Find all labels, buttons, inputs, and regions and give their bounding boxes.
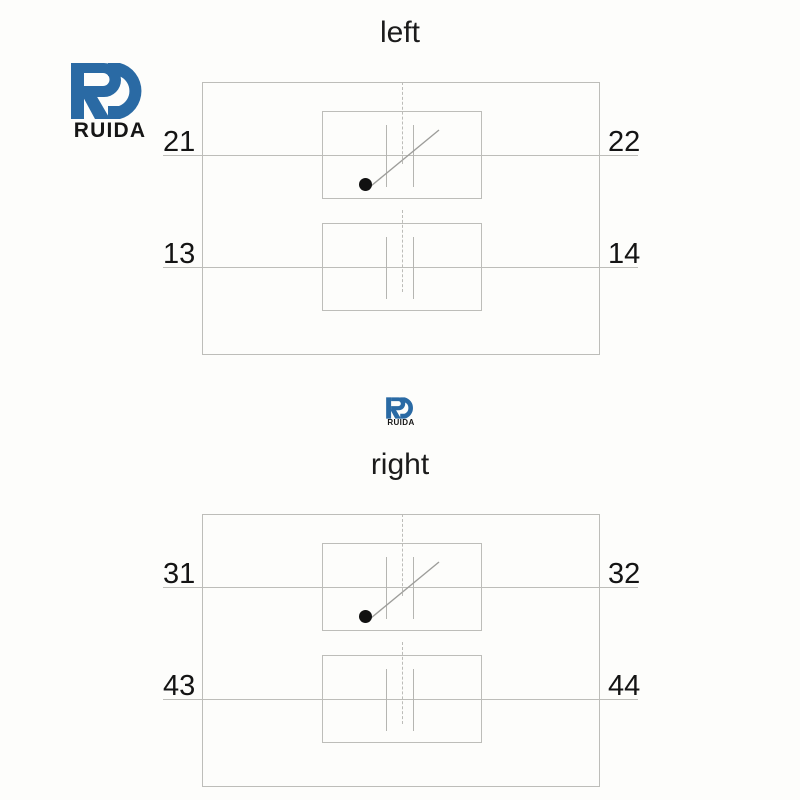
diagram-title-left: left — [379, 16, 421, 49]
enclosure-outline-right — [202, 514, 600, 787]
terminal-label-21: 21 — [163, 126, 196, 158]
terminal-label-44: 44 — [608, 670, 641, 702]
wire-line-upper-left-diagram — [163, 155, 638, 156]
wire-line-lower-left-diagram — [163, 267, 638, 268]
terminal-label-43: 43 — [163, 670, 196, 702]
actuator-link-dashed-middle — [402, 642, 403, 724]
wire-line-lower-right-diagram — [163, 699, 638, 700]
ruida-logo-watermark: RUIDA — [382, 396, 420, 430]
contact-diagram-left: 21 22 13 14 — [0, 60, 800, 370]
terminal-label-31: 31 — [163, 558, 196, 590]
no-contact-icon — [322, 655, 482, 743]
terminal-label-13: 13 — [163, 238, 196, 270]
nc-contact-icon — [322, 543, 482, 631]
terminal-label-22: 22 — [608, 126, 641, 158]
ruida-wordmark: RUIDA — [73, 119, 147, 142]
actuator-link-dashed-middle — [402, 210, 403, 292]
contact-bar-left — [386, 237, 387, 299]
contact-diagram-right: 31 32 43 44 — [0, 492, 800, 800]
no-contact-icon — [322, 223, 482, 311]
ruida-rd-monogram-icon — [71, 63, 142, 119]
contact-bar-right — [413, 669, 414, 731]
contact-bar-right — [413, 125, 414, 187]
contact-blade-icon — [370, 129, 440, 187]
contact-pivot-dot-icon — [359, 178, 372, 191]
actuator-link-dashed-top — [402, 82, 403, 164]
nc-contact-icon — [322, 111, 482, 199]
enclosure-outline-left — [202, 82, 600, 355]
contact-bar-left — [386, 125, 387, 187]
terminal-label-14: 14 — [608, 238, 641, 270]
ruida-rd-monogram-icon — [386, 397, 413, 419]
contact-blade-icon — [370, 561, 440, 619]
terminal-label-32: 32 — [608, 558, 641, 590]
contact-bar-left — [386, 669, 387, 731]
ruida-wordmark-watermark: RUIDA — [387, 418, 415, 427]
contact-pivot-dot-icon — [359, 610, 372, 623]
ruida-logo: RUIDA — [62, 60, 158, 146]
diagram-title-right: right — [370, 448, 430, 481]
wire-line-upper-right-diagram — [163, 587, 638, 588]
actuator-link-dashed-top — [402, 514, 403, 596]
contact-bar-right — [413, 557, 414, 619]
contact-bar-left — [386, 557, 387, 619]
contact-bar-right — [413, 237, 414, 299]
